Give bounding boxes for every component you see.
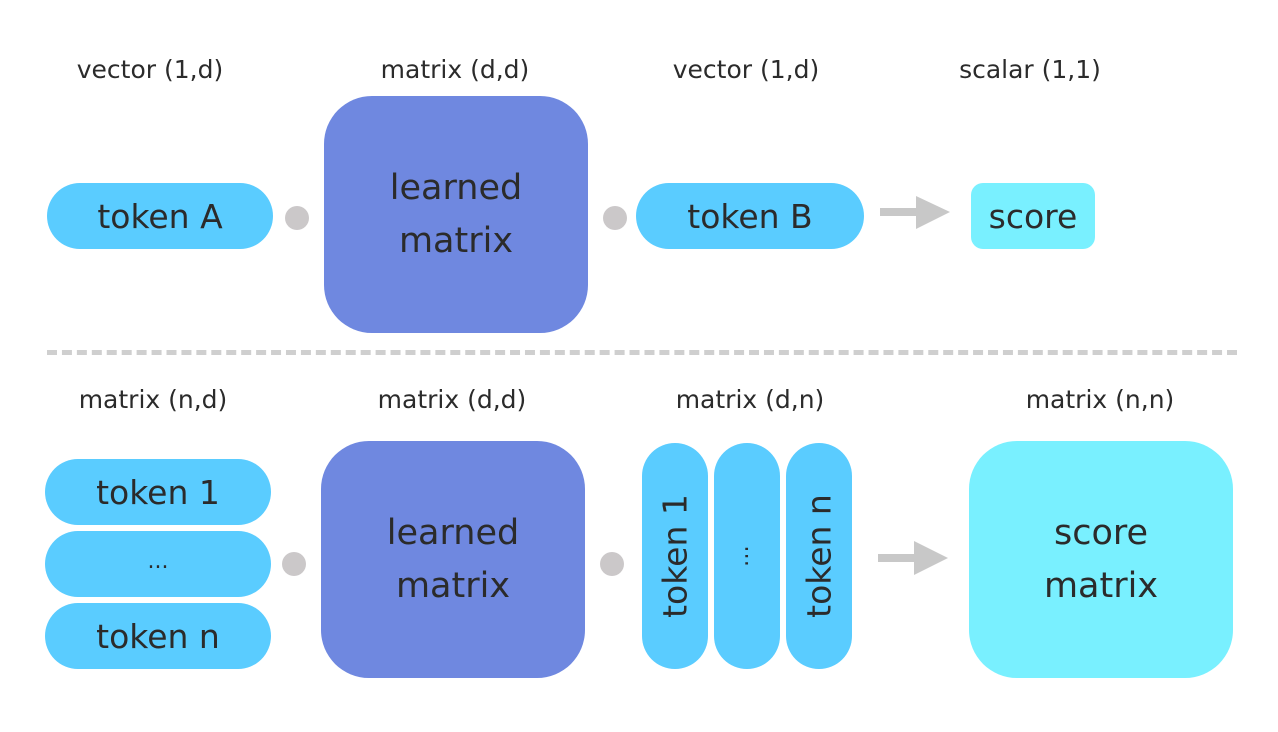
arrow-right-icon [878,541,948,575]
token-col-n-text: token n [799,494,839,618]
learned-matrix-line2: matrix [395,565,511,606]
token-row-ellipsis: ... [45,531,271,597]
label-score-matrix: matrix (n,n) [1025,385,1175,414]
arrow-right-icon [880,196,950,229]
token-a-pill: token A [47,183,273,249]
token-row-ellipsis-text: ... [147,548,169,574]
learned-matrix-line1: learned [389,167,523,208]
score-text: score [988,196,1078,236]
token-col-n: token n [786,443,852,669]
learned-matrix-box: learned matrix [321,441,585,678]
token-b-text: token B [687,196,813,236]
score-matrix-box: score matrix [969,441,1233,678]
token-row-1: token 1 [45,459,271,525]
token-row-1-text: token 1 [96,472,220,512]
score-matrix-line2: matrix [1043,565,1159,606]
token-col-ellipsis: ⋯ [714,443,780,669]
dot-product-operator-icon [282,552,306,576]
dot-product-operator-icon [285,206,309,230]
token-a-text: token A [97,196,223,236]
label-transposed-matrix: matrix (d,n) [675,385,825,414]
score-box: score [971,183,1095,249]
dot-product-operator-icon [600,552,624,576]
token-col-1-text: token 1 [655,494,695,618]
token-b-pill: token B [636,183,864,249]
token-row-n-text: token n [96,616,220,656]
label-token-matrix: matrix (n,d) [78,385,228,414]
section-divider [47,350,1237,355]
label-scalar: scalar (1,1) [959,55,1101,84]
label-vector-b: vector (1,d) [672,55,820,84]
score-matrix-line1: score [1053,512,1149,553]
learned-matrix-line2: matrix [398,220,514,261]
label-vector-a: vector (1,d) [76,55,224,84]
token-row-n: token n [45,603,271,669]
token-col-ellipsis-text: ⋯ [734,545,760,567]
token-col-1: token 1 [642,443,708,669]
learned-matrix-line1: learned [386,512,520,553]
dot-product-operator-icon [603,206,627,230]
label-learned-matrix: matrix (d,d) [377,385,527,414]
learned-matrix-box: learned matrix [324,96,588,333]
label-learned-matrix: matrix (d,d) [380,55,530,84]
